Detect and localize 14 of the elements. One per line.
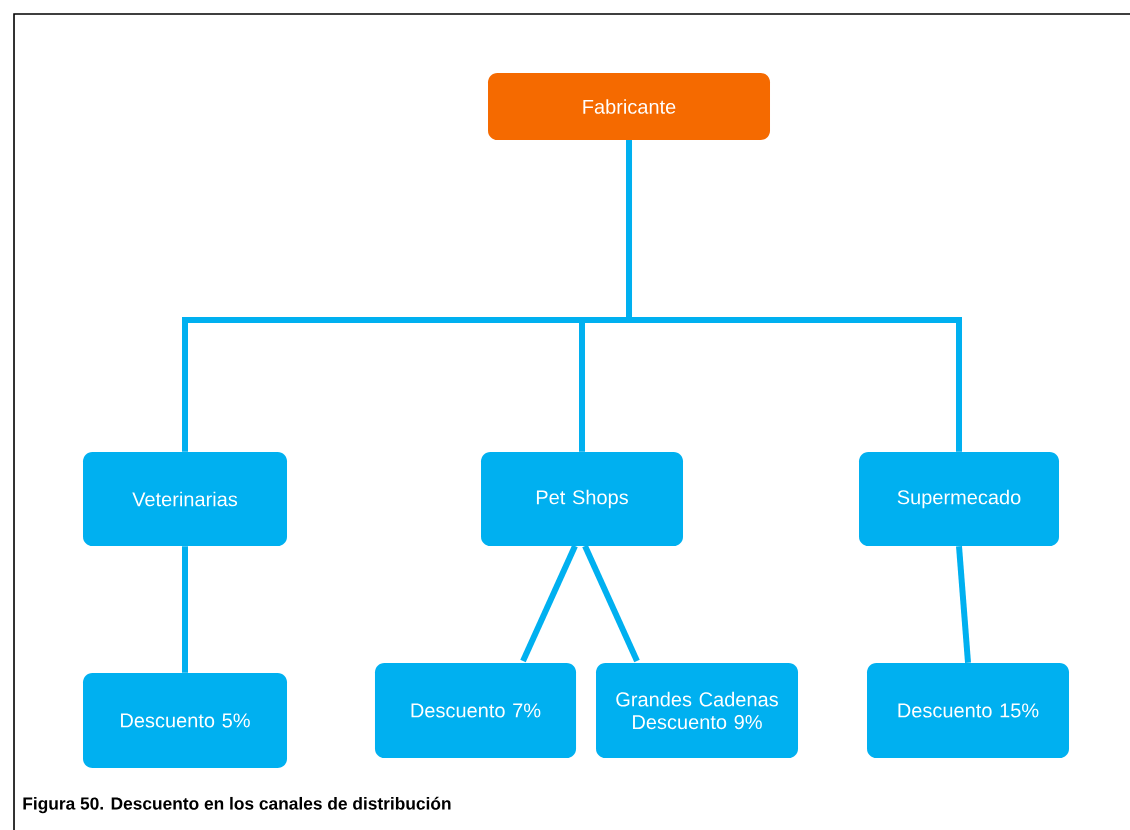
channel-box: Descuento 5% [83, 673, 287, 768]
channel-box: Grandes Cadenas Descuento 9% [596, 663, 798, 758]
channel-box: Pet Shops [481, 452, 683, 546]
connector-line [520, 544, 578, 663]
figure-caption: Figura 50. Descuento en los canales de distribución [23, 796, 451, 814]
channel-box: Veterinarias [83, 452, 287, 546]
connector-line [626, 140, 962, 452]
connector-line [956, 546, 971, 663]
connector-line [582, 544, 640, 663]
connector-line [182, 546, 188, 673]
channel-box: Descuento 7% [375, 663, 577, 758]
manufacturer-box: Fabricante [488, 73, 770, 140]
channel-box: Descuento 15% [867, 663, 1069, 758]
channel-box: Supermecado [859, 452, 1059, 546]
